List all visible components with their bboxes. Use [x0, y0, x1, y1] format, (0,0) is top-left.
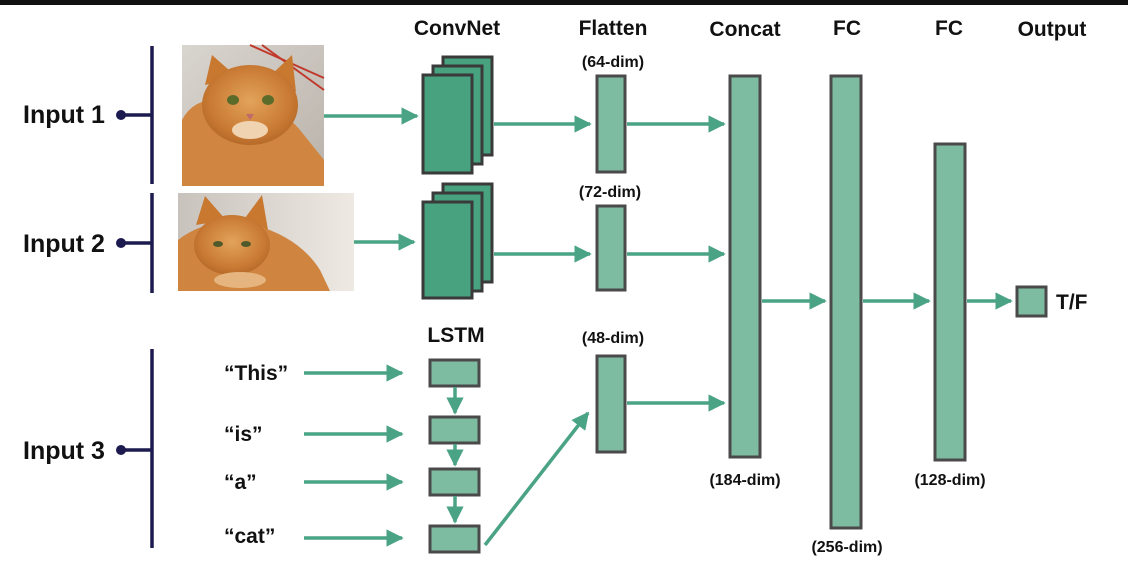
convnet-block-2 [421, 182, 494, 300]
fc-block-2 [933, 142, 967, 462]
header-output: Output [1018, 18, 1087, 41]
output-label: T/F [1056, 291, 1088, 314]
flatten-block-2 [595, 204, 627, 292]
flatten-block-3 [595, 354, 627, 454]
header-fc-1: FC [833, 17, 861, 40]
lstm-cell-3 [428, 467, 481, 497]
lstm-cell-2 [428, 415, 481, 445]
flatten-3-dim-label: (48-dim) [582, 330, 644, 347]
flatten-2-dim-label: (72-dim) [579, 184, 641, 201]
concat-dim-label: (184-dim) [709, 472, 780, 489]
word-token-1: “This” [224, 362, 288, 385]
input-2-rail [116, 193, 154, 293]
header-concat: Concat [709, 18, 780, 41]
fc-1-dim-label: (256-dim) [811, 539, 882, 556]
input-2-label: Input 2 [23, 230, 105, 258]
arrows [304, 107, 1013, 547]
fc-2-dim-label: (128-dim) [914, 472, 985, 489]
fc-block-1 [829, 74, 863, 530]
arrow-lstm-to-flatten3 [483, 411, 590, 547]
word-token-3: “a” [224, 471, 257, 494]
flatten-1-dim-label: (64-dim) [582, 54, 644, 71]
lstm-cell-1 [428, 358, 481, 388]
header-convnet: ConvNet [414, 17, 500, 40]
top-border [0, 0, 1128, 5]
input-3-label: Input 3 [23, 437, 105, 465]
input-1-rail [116, 46, 154, 184]
concat-block [728, 74, 762, 459]
input-3-rail [116, 349, 154, 548]
word-token-4: “cat” [224, 525, 275, 548]
flatten-block-1 [595, 74, 627, 174]
output-block [1015, 285, 1048, 318]
header-fc-2: FC [935, 17, 963, 40]
cat-photo-1 [182, 44, 325, 186]
header-flatten: Flatten [579, 17, 648, 40]
convnet-block-1 [421, 55, 494, 175]
header-lstm: LSTM [427, 324, 484, 347]
lstm-cell-4 [428, 524, 481, 554]
cat-photo-2 [178, 193, 354, 291]
input-1-label: Input 1 [23, 101, 105, 129]
word-token-2: “is” [224, 423, 263, 446]
